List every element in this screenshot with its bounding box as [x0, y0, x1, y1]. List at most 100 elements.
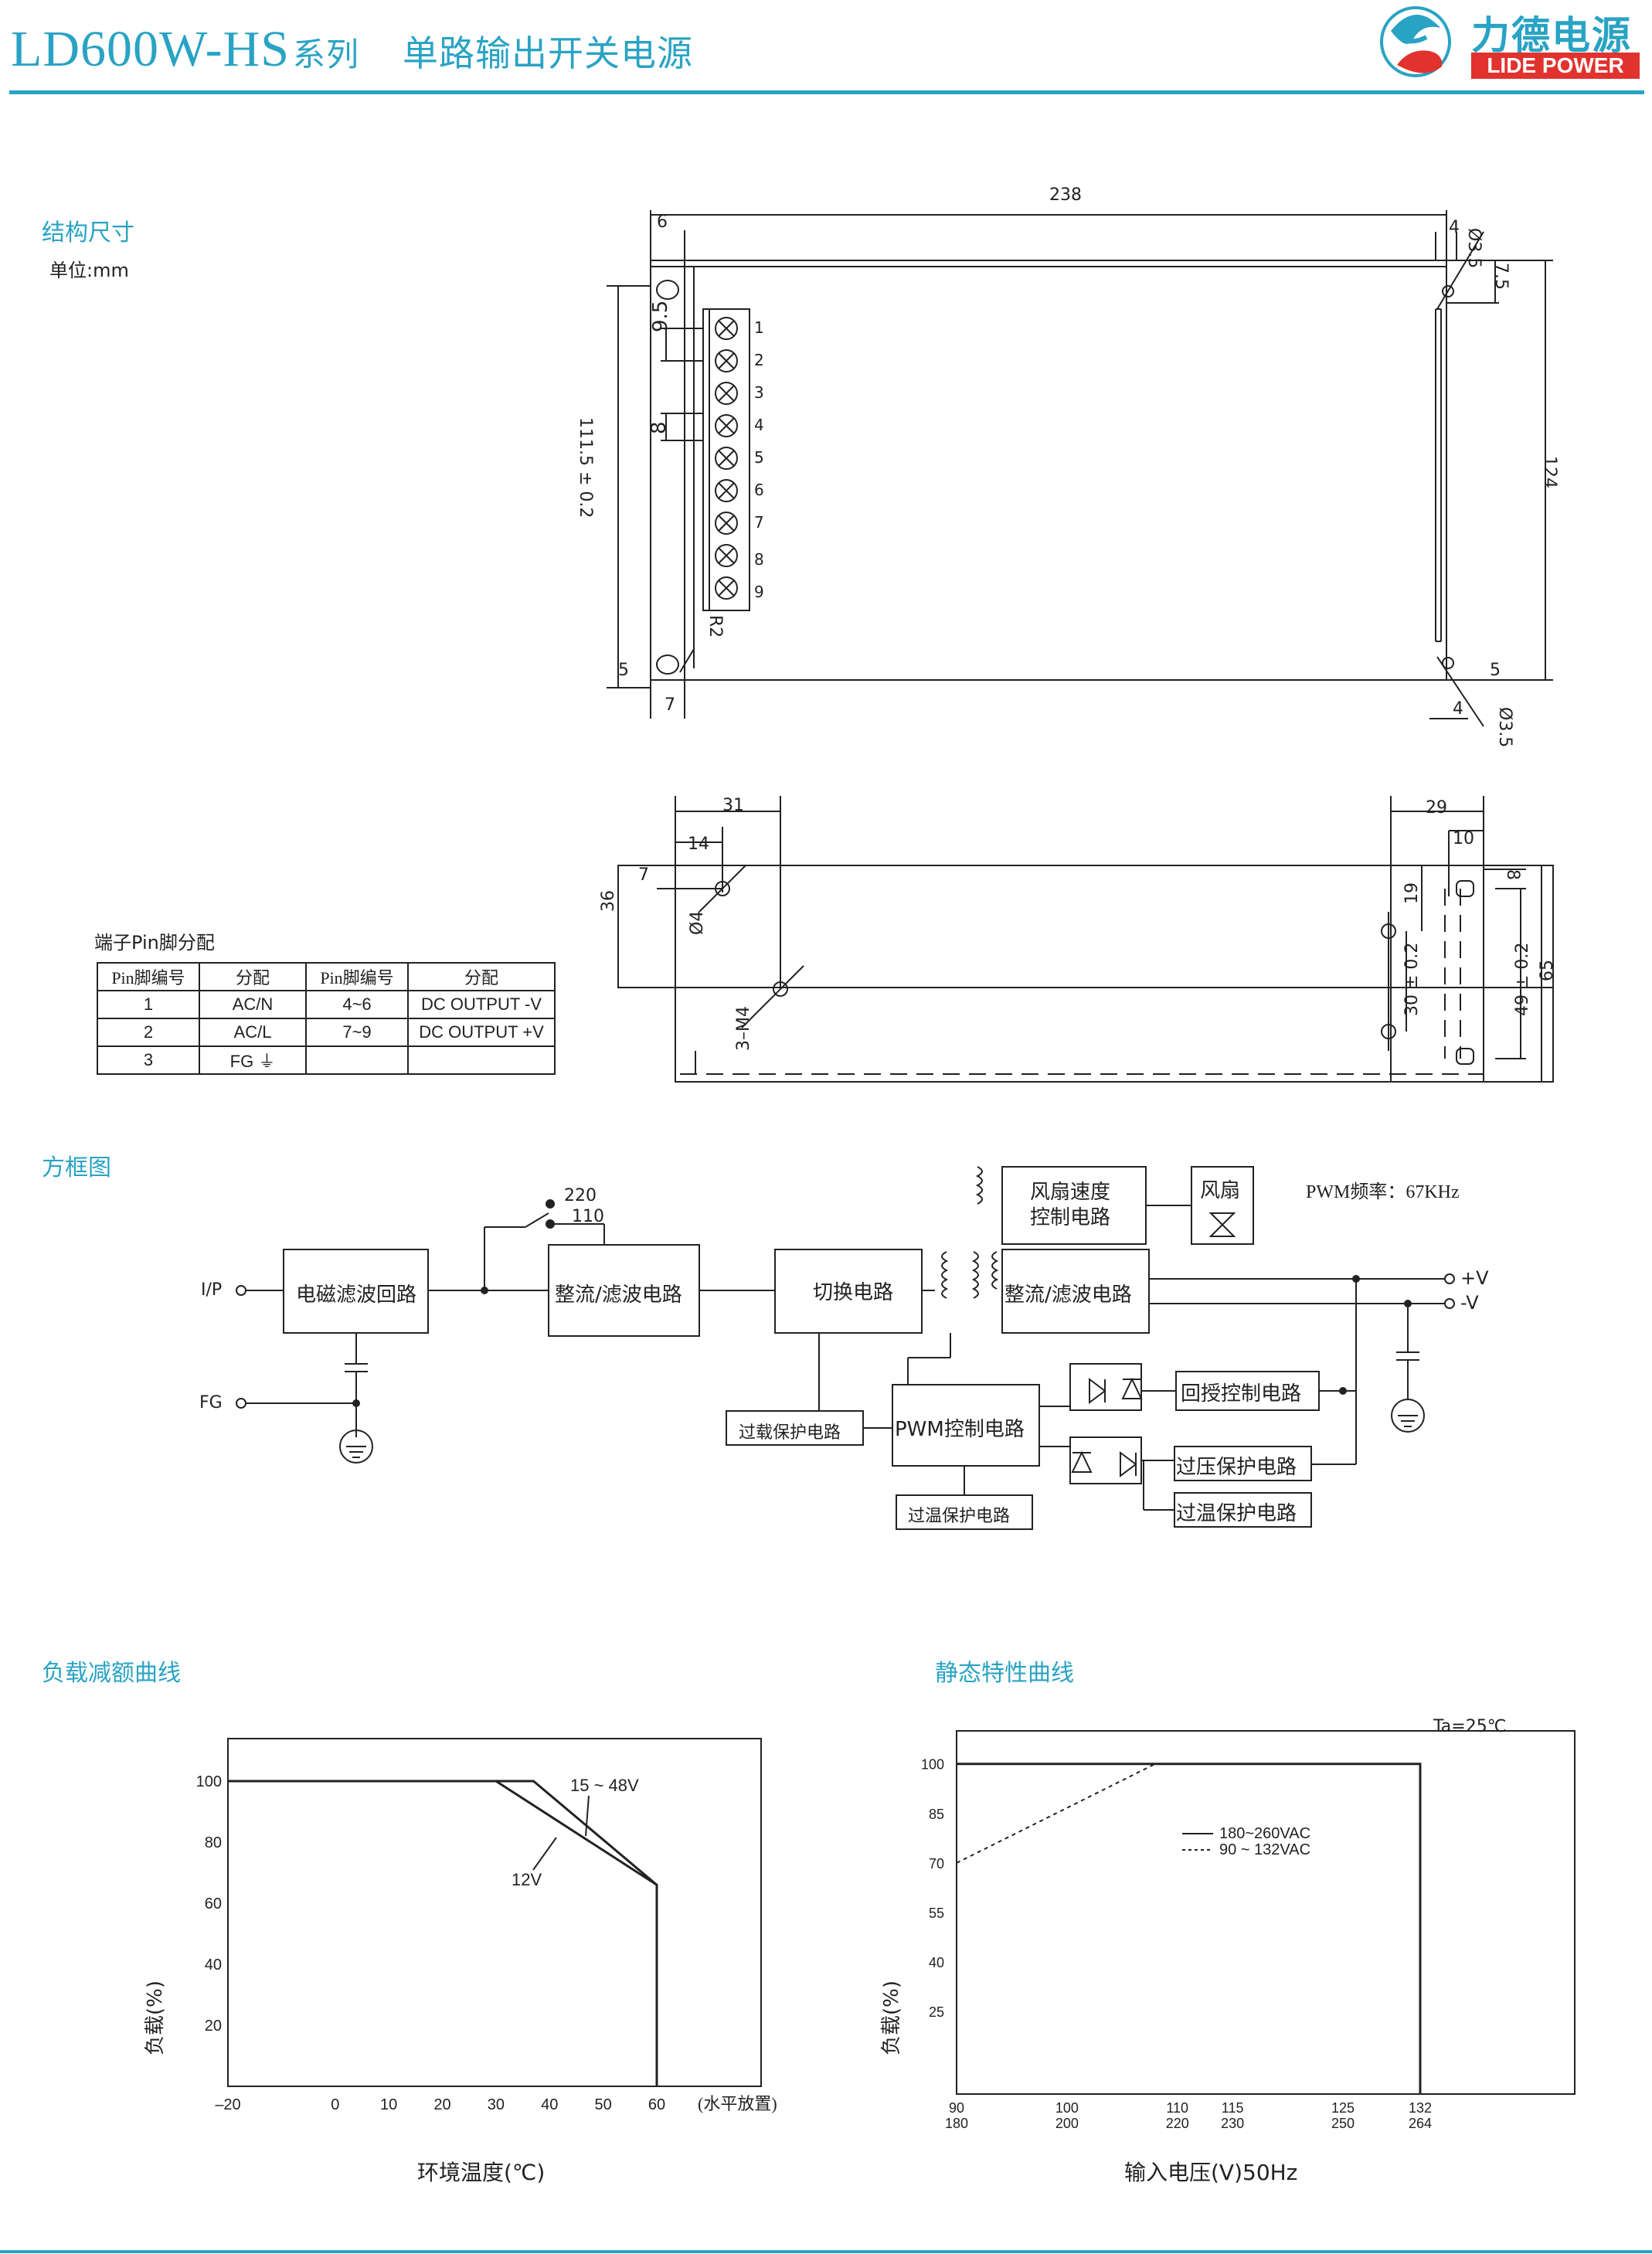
dim-bottom-right-w: 4 [1453, 699, 1463, 719]
dim-right-offset: 4 [1449, 218, 1460, 237]
series-label: 15 ~ 48V [570, 1776, 639, 1795]
dim-7: 7 [638, 865, 649, 885]
static-ylabel: 负载(%) [880, 1980, 903, 2055]
side-hole [715, 881, 730, 896]
logo-chinese: 力德电源 [1471, 13, 1632, 58]
dim-19: 19 [1402, 882, 1422, 904]
static-xlabel: 输入电压(V)50Hz [1124, 2160, 1298, 2185]
dim-10: 10 [1453, 829, 1474, 848]
v110-label: 110 [572, 1207, 604, 1226]
y-tick-label: 20 [205, 2018, 222, 2035]
series-pointer [585, 1795, 590, 1837]
table-cell: AC/N [199, 990, 307, 1019]
terminal-number: 9 [754, 583, 764, 601]
section-static: 静态特性曲线 [935, 1660, 1074, 1687]
vplus-label: +V [1460, 1267, 1489, 1289]
model-name: LD600W-HS [11, 21, 290, 77]
dim-hole-bottom: Ø3.5 [1495, 707, 1514, 748]
x-tick-label: –20 [215, 2096, 240, 2113]
dim-hole-4: Ø4 [688, 910, 707, 935]
pin-table-title: 端子Pin脚分配 [94, 932, 215, 954]
table-cell: 7~9 [305, 1018, 409, 1047]
x-tick-label: 125 [1331, 2100, 1355, 2116]
terminal-number: 4 [754, 416, 764, 434]
fan-ctrl-label1: 风扇速度 [1030, 1181, 1111, 1204]
dim-65: 65 [1538, 960, 1557, 981]
section-block-diagram: 方框图 [42, 1154, 111, 1181]
r2-label: R2 [705, 615, 725, 638]
y-tick-label: 80 [205, 1834, 222, 1851]
table-header: 分配 [407, 962, 556, 991]
x-tick-label: 180 [945, 2116, 968, 2131]
series-label: 系列 [292, 36, 359, 73]
x-tick-label: 40 [541, 2096, 558, 2113]
mount-hole [656, 654, 679, 675]
x-tick-label: 100 [1055, 2100, 1079, 2116]
mount-hole [1442, 657, 1454, 669]
y-tick-label: 25 [929, 2004, 944, 2020]
table-header: Pin脚编号 [305, 962, 409, 991]
x-tick-label: 264 [1409, 2116, 1432, 2131]
terminal-number: 1 [754, 318, 764, 337]
y-tick-label: 55 [929, 1906, 944, 1921]
table-cell [407, 1045, 556, 1075]
product-description: 单路输出开关电源 [403, 32, 693, 74]
x-tick-label: 20 [433, 2096, 450, 2113]
page-title: LD600W-HS系列 单路输出开关电源 [11, 20, 693, 79]
x-tick-label: 60 [648, 2096, 665, 2113]
legend-label: 90 ~ 132VAC [1219, 1841, 1310, 1858]
x-tick-label: 90 [949, 2100, 964, 2116]
ip-label: I/P [201, 1280, 223, 1300]
fg-label: FG [199, 1393, 223, 1413]
terminal-number: 7 [754, 513, 764, 532]
terminal-screw-icon [715, 512, 738, 535]
x-tick-label: 10 [380, 2096, 397, 2113]
table-cell: 3 [97, 1045, 200, 1075]
logo-mark-icon [1380, 6, 1451, 77]
side-view-body [675, 865, 1554, 1083]
pwm-freq-label: PWM频率：67KHz [1306, 1182, 1460, 1202]
terminal-block [702, 308, 750, 611]
x-tick-label: 30 [488, 2096, 505, 2113]
mount-hole [656, 280, 679, 300]
x-tick-label: 0 [331, 2096, 339, 2113]
screw-hole [773, 981, 788, 997]
header-rule [9, 90, 1644, 94]
overvolt-label: 过压保护电路 [1176, 1456, 1297, 1479]
dim-36: 36 [599, 890, 618, 912]
dim-29: 29 [1426, 798, 1447, 818]
series-line [957, 1763, 1422, 2094]
terminal-screw-icon [715, 382, 738, 405]
optocoupler-top [1069, 1363, 1142, 1411]
pwm-box [892, 1384, 1040, 1467]
terminal-screws [715, 317, 738, 600]
block-diagram [236, 1166, 1455, 1530]
brand-logo: 力德电源 LIDE POWER [1375, 0, 1646, 87]
x-tick-label: 132 [1409, 2100, 1432, 2116]
terminal-number: 2 [754, 351, 764, 369]
series-line [228, 1780, 658, 2086]
fan-label: 风扇 [1200, 1179, 1241, 1202]
y-tick-label: 100 [921, 1757, 944, 1773]
terminal-number: 5 [754, 448, 764, 467]
screw-label: 3–M4 [734, 1006, 753, 1051]
static-chart: 9018010020011022011523012525013226410085… [921, 1730, 1576, 2131]
feedback-label: 回授控制电路 [1181, 1382, 1302, 1406]
dim-left-height: 111.5 ± 0.2 [576, 417, 595, 518]
x-tick-label: 50 [595, 2096, 612, 2113]
table-cell: AC/L [199, 1018, 307, 1047]
terminal-screw-icon [715, 479, 738, 502]
dim-49: 49 ± 0.2 [1513, 942, 1532, 1016]
table-row: 2 AC/L 7~9 DC OUTPUT +V [97, 1018, 556, 1047]
x-tick-label: 250 [1331, 2116, 1355, 2131]
y-tick-label: 40 [929, 1955, 944, 1970]
terminal-screw-icon [715, 576, 738, 600]
series-label: 12V [512, 1870, 542, 1889]
logo-english: LIDE POWER [1471, 53, 1640, 79]
y-tick-label: 60 [205, 1895, 222, 1912]
table-row: 1 AC/N 4~6 DC OUTPUT -V [97, 990, 556, 1019]
overtemp1-label: 过温保护电路 [908, 1507, 1011, 1526]
derating-ylabel: 负载(%) [144, 1980, 167, 2055]
section-structure: 结构尺寸 [42, 219, 134, 246]
